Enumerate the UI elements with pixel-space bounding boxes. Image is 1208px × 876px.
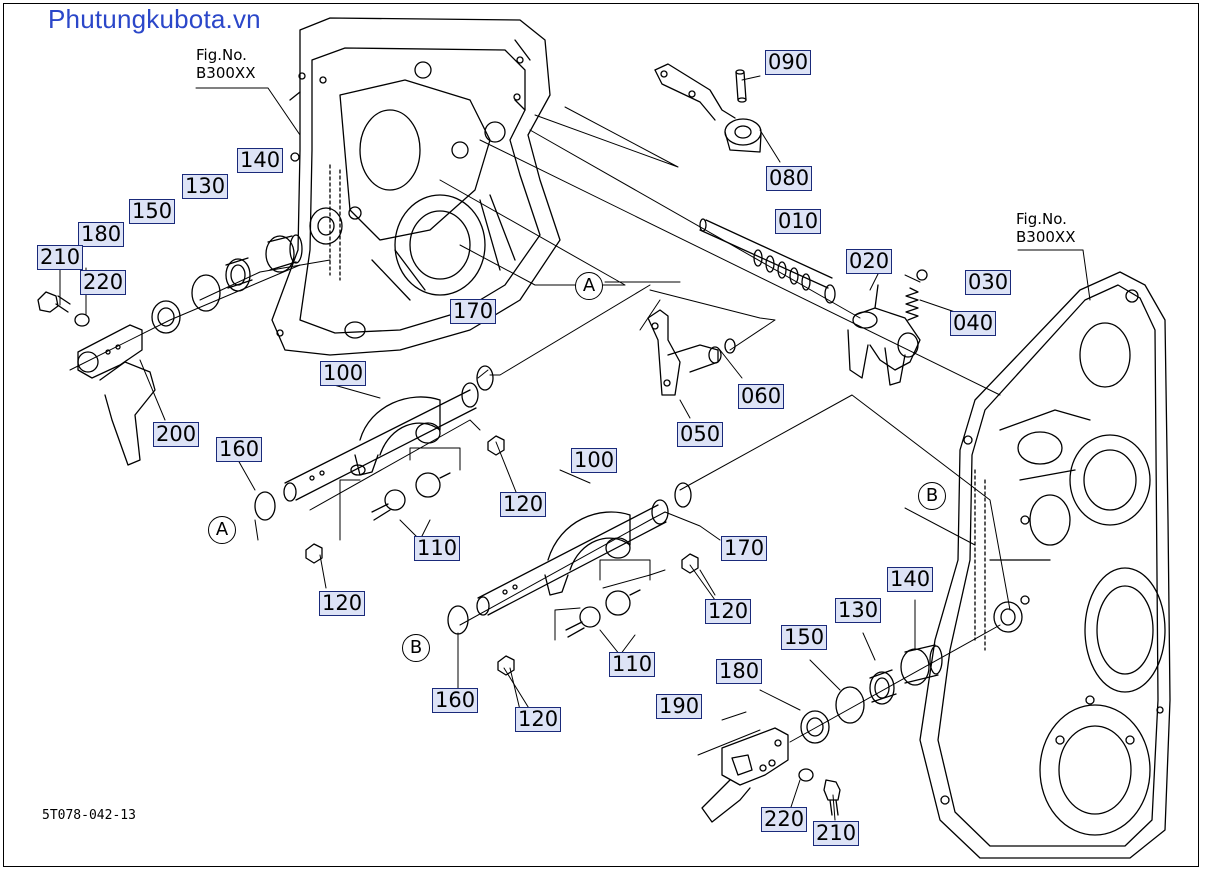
part-label-100-lower[interactable]: 100 (571, 448, 618, 473)
part-label-140-upper[interactable]: 140 (237, 148, 284, 173)
part-label-170-lower[interactable]: 170 (721, 536, 768, 561)
part-220-washer-upper (74, 313, 90, 327)
figure-ref-right-line1: Fig.No. (1016, 210, 1067, 228)
part-180-oil-seal-lower (800, 710, 830, 744)
part-label-210-lower[interactable]: 210 (813, 821, 860, 846)
part-label-160-upper[interactable]: 160 (216, 437, 263, 462)
part-label-140-lower[interactable]: 140 (887, 567, 934, 592)
part-label-120-upper-left[interactable]: 120 (319, 591, 366, 616)
figure-ref-right: Fig.No. B300XX (1016, 210, 1075, 246)
part-label-200[interactable]: 200 (153, 422, 200, 447)
part-140-bushing-upper (265, 234, 303, 273)
diagram-code: 5T078-042-13 (42, 808, 136, 823)
part-label-130-lower[interactable]: 130 (835, 598, 882, 623)
part-030-ball (916, 269, 928, 281)
part-050-selector-lever (647, 309, 722, 396)
part-010-shift-shaft (699, 218, 836, 304)
ref-mark-b-lower: B (402, 634, 430, 662)
part-label-120-lower-right[interactable]: 120 (705, 599, 752, 624)
part-160-ring-upper (254, 491, 276, 521)
part-label-150-upper[interactable]: 150 (129, 199, 176, 224)
part-label-010[interactable]: 010 (775, 209, 822, 234)
part-label-050[interactable]: 050 (677, 422, 724, 447)
part-130-needle-bearing-lower (869, 669, 897, 705)
transmission-case (919, 271, 1171, 859)
part-060-o-ring (724, 338, 736, 354)
part-100-fork-rod-lower (476, 499, 669, 616)
part-label-100-upper[interactable]: 100 (320, 361, 367, 386)
part-label-080[interactable]: 080 (766, 166, 813, 191)
part-label-190[interactable]: 190 (656, 694, 703, 719)
part-label-220-upper[interactable]: 220 (80, 270, 127, 295)
part-label-020[interactable]: 020 (846, 249, 893, 274)
part-label-130-upper[interactable]: 130 (182, 174, 229, 199)
part-090-pin (735, 69, 747, 103)
part-label-040[interactable]: 040 (950, 311, 997, 336)
leader-lines (59, 75, 1091, 821)
part-200-shift-lever-upper (77, 324, 156, 466)
part-210-bolt-lower (823, 779, 841, 816)
part-150-snap-ring-lower (835, 686, 865, 724)
part-110-bolt-lower (565, 589, 641, 638)
part-label-110-lower[interactable]: 110 (609, 652, 656, 677)
part-020-shift-fork (847, 284, 921, 386)
part-210-bolt-upper (37, 291, 71, 313)
part-label-150-lower[interactable]: 150 (781, 625, 828, 650)
part-130-needle-bearing-upper (225, 257, 253, 292)
site-watermark: Phutungkubota.vn (48, 4, 261, 34)
part-label-120-upper-right[interactable]: 120 (500, 492, 547, 517)
part-label-060[interactable]: 060 (738, 384, 785, 409)
figure-ref-left: Fig.No. B300XX (196, 46, 255, 82)
part-120-nut-upper (305, 435, 505, 564)
part-label-030[interactable]: 030 (965, 270, 1012, 295)
part-label-180-lower[interactable]: 180 (716, 659, 763, 684)
ref-mark-a-upper: A (575, 272, 603, 300)
part-190-shift-lever-lower (701, 727, 789, 823)
part-label-120-lower-left[interactable]: 120 (515, 707, 562, 732)
part-140-bushing-lower (900, 644, 943, 686)
part-100-fork-rod-upper (283, 382, 479, 502)
part-170-ring-upper (476, 365, 494, 391)
upper-housing (271, 17, 561, 356)
figure-ref-left-line1: Fig.No. (196, 46, 247, 64)
figure-ref-left-line2: B300XX (196, 64, 256, 82)
part-220-washer-lower (798, 768, 814, 782)
part-label-160-lower[interactable]: 160 (432, 688, 479, 713)
part-180-oil-seal-upper (151, 300, 181, 334)
part-label-090[interactable]: 090 (765, 50, 812, 75)
part-170-ring-lower (674, 482, 692, 508)
part-label-180-upper[interactable]: 180 (78, 222, 125, 247)
part-110-bolt-upper (371, 472, 451, 521)
part-160-ring-lower (447, 605, 469, 635)
part-080-shift-arm (654, 63, 762, 153)
part-label-220-lower[interactable]: 220 (761, 807, 808, 832)
part-040-spring (905, 287, 919, 321)
part-120-nut-lower (497, 553, 699, 676)
figure-ref-right-line2: B300XX (1016, 228, 1076, 246)
part-150-snap-ring-upper (191, 274, 221, 312)
part-label-110-upper[interactable]: 110 (414, 536, 461, 561)
ref-mark-b-upper: B (918, 482, 946, 510)
diagram-frame (3, 3, 1199, 867)
part-label-170-upper[interactable]: 170 (450, 299, 497, 324)
part-label-210-upper[interactable]: 210 (37, 245, 84, 270)
ref-mark-a-lower: A (208, 516, 236, 544)
